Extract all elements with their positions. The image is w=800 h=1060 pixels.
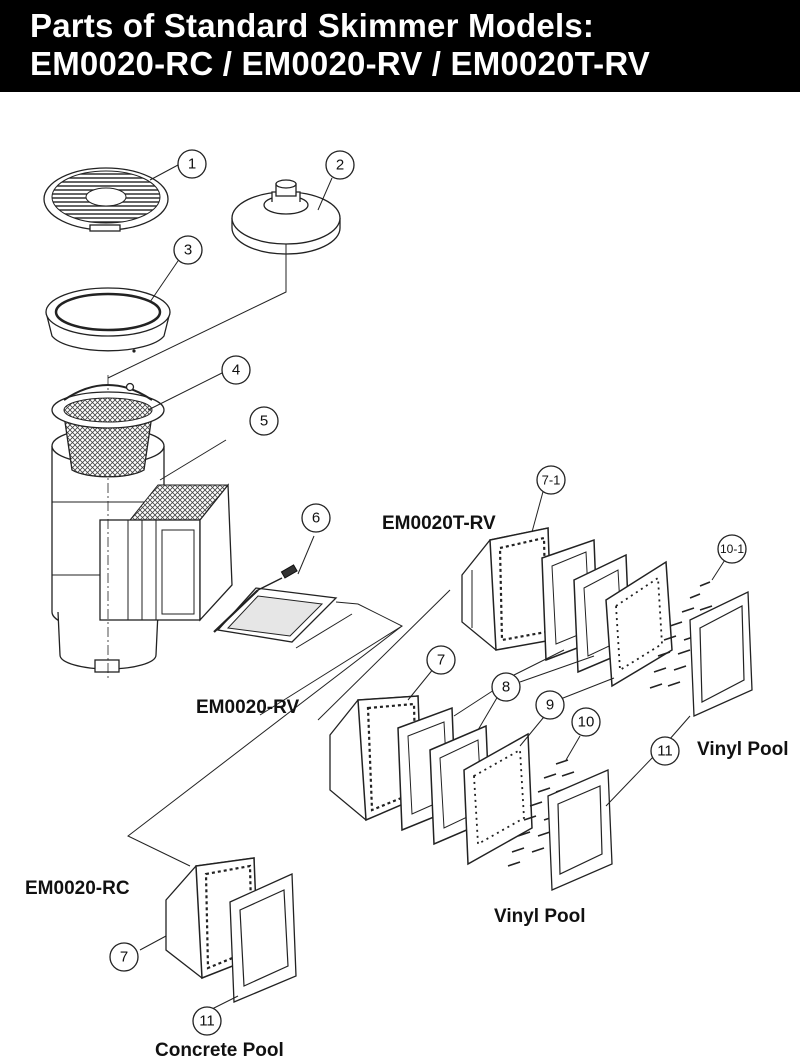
part-4-leader (147, 371, 225, 411)
model-label-em0020-rv: EM0020-RV (196, 697, 299, 718)
part-11-rc-leader (209, 995, 239, 1011)
callout-2: 2 (325, 150, 355, 180)
part-6-leader (297, 535, 315, 575)
svg-text:10-1: 10-1 (720, 542, 744, 556)
svg-text:10: 10 (578, 714, 595, 731)
callout-7-rv: 7 (426, 645, 456, 675)
part-2-vacuum-plate (231, 179, 341, 255)
model-label-em0020t-rv: EM0020T-RV (382, 513, 496, 534)
callout-1: 1 (177, 149, 207, 179)
title-banner: Parts of Standard Skimmer Models: EM0020… (0, 0, 800, 92)
svg-text:8: 8 (502, 679, 510, 696)
part-8-leader-c (511, 649, 565, 677)
callout-10: 10 (571, 707, 601, 737)
svg-text:7: 7 (120, 949, 128, 966)
callout-11-concrete: 11 (192, 1006, 222, 1036)
callout-7-1: 7-1 (536, 465, 566, 495)
model-label-em0020-rc: EM0020-RC (25, 878, 130, 899)
exploded-parts-diagram: 1 2 3 4 5 6 7-1 10-1 7 8 9 10 11 7 11 EM… (25, 149, 789, 1060)
part-9-leader-b (557, 677, 615, 701)
pool-label-vinyl-bottom: Vinyl Pool (494, 906, 586, 927)
part-2-leader-line (107, 244, 287, 379)
part-11-frame-concrete (229, 873, 297, 1003)
part-7-rc-leader (139, 935, 167, 951)
svg-text:7: 7 (437, 652, 445, 669)
pool-label-vinyl-right: Vinyl Pool (697, 739, 789, 760)
part-1-lid (43, 167, 169, 232)
svg-text:11: 11 (199, 1013, 215, 1030)
svg-text:7-1: 7-1 (542, 473, 561, 488)
callout-5: 5 (249, 406, 279, 436)
part-2-leader (317, 177, 333, 211)
svg-text:5: 5 (260, 413, 268, 430)
part-3-leader (149, 257, 181, 303)
part-8-leader-a (453, 689, 495, 717)
svg-text:1: 1 (188, 156, 196, 173)
part-6-weir-door (213, 564, 338, 643)
page-title-line-2: EM0020-RC / EM0020-RV / EM0020T-RV (30, 45, 651, 82)
part-4-basket (51, 382, 165, 478)
part-8-leader-d (519, 655, 595, 683)
rc-connector-line (127, 625, 403, 867)
callout-4: 4 (221, 355, 251, 385)
part-11-frame-vinyl-top (689, 590, 753, 717)
callout-8: 8 (491, 672, 521, 702)
weir-leader-line (295, 613, 353, 649)
part-11-frame-vinyl-bottom (547, 769, 613, 891)
part-6-leader-line (259, 601, 404, 716)
callout-3: 3 (173, 235, 203, 265)
page-title-line-1: Parts of Standard Skimmer Models: (30, 7, 595, 44)
part-10-leader (565, 735, 581, 761)
callout-9: 9 (535, 690, 565, 720)
part-1-leader (149, 164, 179, 181)
pool-label-concrete: Concrete Pool (155, 1040, 284, 1060)
part-5-leader (159, 439, 227, 481)
svg-text:6: 6 (312, 510, 320, 527)
svg-text:9: 9 (546, 697, 554, 714)
part-8-leader-b (477, 695, 499, 731)
part-11-leader-b (605, 755, 655, 807)
part-7-1-throat (461, 527, 553, 651)
svg-text:4: 4 (232, 362, 240, 379)
svg-text:11: 11 (657, 743, 673, 760)
part-7-rv-leader (407, 667, 435, 701)
part-9-faceplate-top (605, 560, 673, 688)
trv-connector-line (317, 589, 451, 721)
part-3-collar (45, 287, 171, 353)
callout-11-vinyl: 11 (650, 736, 680, 766)
callout-10-1: 10-1 (717, 534, 747, 564)
svg-text:3: 3 (184, 242, 192, 259)
part-9-faceplate-rv (463, 732, 533, 866)
callout-7-rc: 7 (109, 942, 139, 972)
part-7-1-leader (531, 487, 545, 533)
svg-text:2: 2 (336, 157, 344, 174)
callout-6: 6 (301, 503, 331, 533)
